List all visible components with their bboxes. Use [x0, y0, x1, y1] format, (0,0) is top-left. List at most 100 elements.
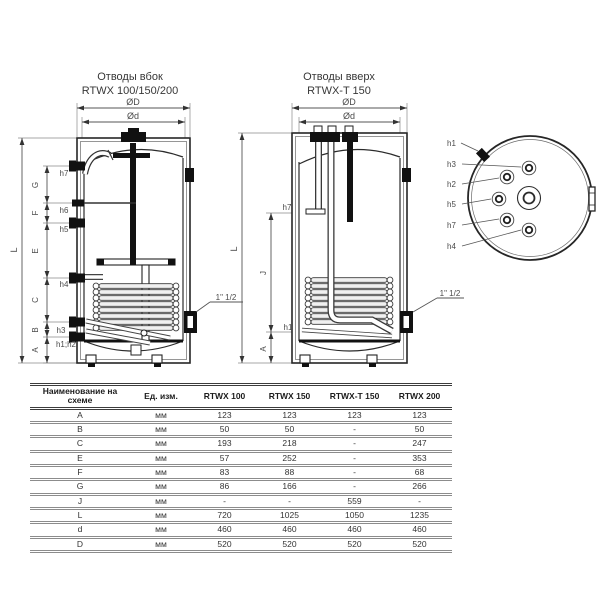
row-value-cell: 460: [282, 524, 297, 535]
row-value-cell: 353: [412, 452, 427, 463]
row-value-cell: 193: [217, 438, 232, 449]
tank-feet: [85, 329, 163, 367]
dim-label-j: J: [259, 271, 268, 275]
dim-label-outer-diameter: ØD: [342, 97, 356, 107]
port-label-h1h2: h1;h2: [56, 340, 77, 349]
rim-tab: [588, 186, 596, 212]
top-view-label-h5: h5: [447, 200, 456, 209]
row-value-cell: -: [353, 452, 356, 463]
header-rtwx-t-150: RTWX-T 150: [329, 390, 380, 401]
header-scheme-name: Наименование на схеме: [42, 386, 118, 406]
row-value-cell: -: [353, 424, 356, 435]
row-value-cell: 88: [284, 467, 295, 478]
header-rtwx-100: RTWX 100: [203, 390, 246, 401]
dim-label-inner-diameter: Ød: [127, 111, 139, 121]
row-value-cell: 460: [347, 524, 362, 535]
inlet-pipe: [82, 149, 114, 175]
row-value-cell: 1025: [280, 510, 299, 521]
anode-rod: [113, 128, 150, 265]
side-port-fittings: [69, 160, 85, 343]
top-view-label-h7: h7: [447, 221, 456, 230]
row-unit-cell: мм: [155, 452, 167, 463]
row-value-cell: 520: [217, 538, 232, 549]
header-unit: Ед. изм.: [144, 390, 178, 401]
top-outlets-diagram: Отводы вверх RTWX-T 150 ØD Ød L J A h7 h…: [229, 71, 464, 367]
port-label-h7: h7: [60, 169, 69, 178]
row-value-cell: 123: [412, 409, 427, 420]
port-label-h3: h3: [57, 326, 66, 335]
chain-dim-C: C: [31, 297, 40, 303]
row-value-cell: 520: [347, 538, 362, 549]
row-value-cell: 247: [412, 438, 427, 449]
chain-dim-B: B: [31, 327, 40, 332]
technical-drawing: Отводы вбок RTWX 100/150/200 ØD Ød L G F…: [9, 71, 596, 367]
port-label-h7: h7: [283, 203, 292, 212]
row-unit-cell: мм: [155, 409, 167, 420]
row-value-cell: 720: [217, 510, 232, 521]
rim-fitting-h1: [475, 147, 491, 163]
row-name-cell: L: [77, 510, 83, 521]
row-name-cell: G: [76, 481, 84, 492]
row-name-cell: B: [77, 424, 83, 435]
row-value-cell: 520: [412, 538, 427, 549]
top-view-label-h1: h1: [447, 139, 456, 148]
top-view-diagram: h1 h3 h2 h5 h7 h4: [447, 135, 596, 261]
port-label-h4: h4: [60, 280, 69, 289]
row-value-cell: 50: [284, 424, 295, 435]
side-connection-flange: [400, 297, 464, 333]
row-value-cell: 520: [282, 538, 297, 549]
row-unit-cell: мм: [155, 524, 167, 535]
top-title-line2: RTWX-T 150: [307, 85, 371, 97]
row-name-cell: E: [77, 452, 83, 463]
header-rtwx-200: RTWX 200: [398, 390, 441, 401]
center-boss: [516, 185, 542, 211]
tank-vessel: [298, 148, 401, 352]
connection-size-label: 1" 1/2: [440, 289, 461, 298]
dim-label-outer-diameter: ØD: [126, 97, 140, 107]
row-value-cell: -: [223, 495, 226, 506]
top-view-label-h2: h2: [447, 180, 456, 189]
dim-label-a: A: [259, 346, 268, 352]
row-value-cell: 86: [219, 481, 230, 492]
port-label-h6: h6: [60, 206, 69, 215]
row-name-cell: J: [77, 495, 83, 506]
row-value-cell: 50: [414, 424, 425, 435]
row-value-cell: 83: [219, 467, 230, 478]
row-unit-cell: мм: [155, 495, 167, 506]
row-value-cell: 460: [412, 524, 427, 535]
row-value-cell: -: [353, 438, 356, 449]
row-value-cell: -: [353, 467, 356, 478]
row-value-cell: 252: [282, 452, 297, 463]
side-connection-flange: [184, 301, 243, 333]
row-value-cell: 123: [282, 409, 297, 420]
row-value-cell: 57: [219, 452, 230, 463]
row-unit-cell: мм: [155, 467, 167, 478]
row-value-cell: 1235: [410, 510, 429, 521]
row-value-cell: 166: [282, 481, 297, 492]
row-unit-cell: мм: [155, 510, 167, 521]
dim-label-height: L: [229, 246, 239, 251]
row-unit-cell: мм: [155, 424, 167, 435]
tank-feet: [299, 354, 378, 367]
row-value-cell: 559: [347, 495, 362, 506]
row-value-cell: 50: [219, 424, 230, 435]
port-label-h1: h1: [284, 323, 293, 332]
side-title-line1: Отводы вбок: [97, 71, 163, 83]
row-unit-cell: мм: [155, 481, 167, 492]
row-name-cell: A: [77, 409, 83, 420]
side-outlets-diagram: Отводы вбок RTWX 100/150/200 ØD Ød L G F…: [9, 71, 243, 367]
row-value-cell: 68: [414, 467, 425, 478]
row-value-cell: -: [418, 495, 421, 506]
header-rtwx-150: RTWX 150: [268, 390, 311, 401]
chain-dim-G: G: [31, 182, 40, 188]
row-unit-cell: мм: [155, 438, 167, 449]
